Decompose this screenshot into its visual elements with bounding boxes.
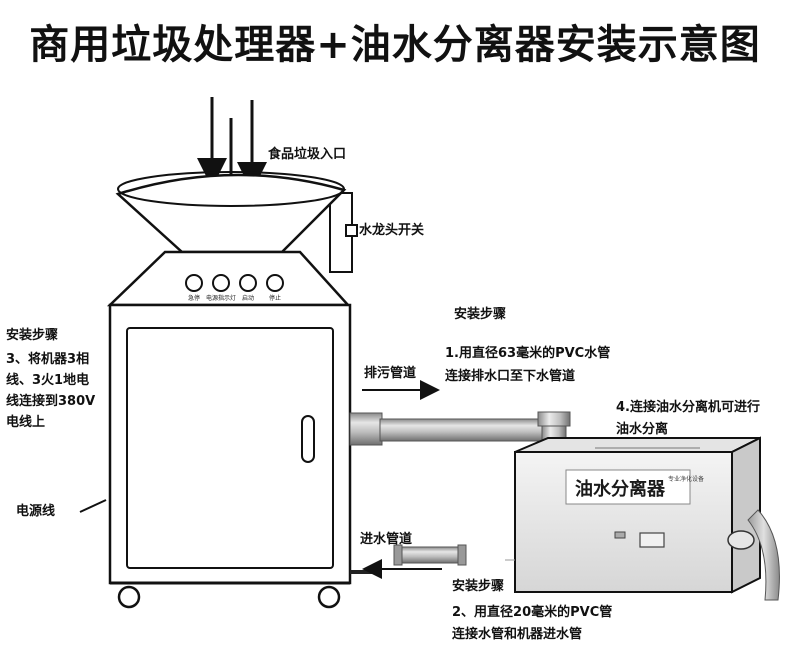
label-food-inlet: 食品垃圾入口 [268,147,347,162]
power-indicator-light [212,274,230,292]
step-top-line: 连接排水口至下水管道 [445,369,576,384]
diagram-title: 商用垃圾处理器+油水分离器安装示意图 [29,22,761,68]
button-label: 停止 [269,294,281,302]
inlet-pipe [350,544,467,574]
separator-outlet-fitting [727,530,755,550]
label-inlet-pipe: 进水管道 [360,532,413,547]
button-label: 启动 [242,294,254,302]
step-left-line: 线、3火1地电 [6,373,90,388]
step-left-line: 3、将机器3相 [6,352,90,367]
separator-valve[interactable] [639,532,665,548]
wheel-right [317,585,341,609]
emergency-stop-button[interactable] [185,274,203,292]
button-label: 电源指示灯 [206,294,236,302]
start-button[interactable] [239,274,257,292]
step-top-heading: 安装步骤 [454,307,507,322]
step-left-line: 线连接到380V [6,394,96,409]
step-bottom-heading: 安装步骤 [452,579,505,594]
step-bottom-line: 连接水管和机器进水管 [452,627,583,642]
control-panel: 急停 电源指示灯 启动 停止 [185,274,284,302]
step-top-line: 1.用直径63毫米的PVC水管 [445,346,611,361]
faucet-switch-icon[interactable] [345,224,358,237]
separator-sub-label: 专业净化设备 [668,475,704,483]
stop-button[interactable] [266,274,284,292]
wheel-left [117,585,141,609]
label-faucet-switch: 水龙头开关 [359,223,425,238]
funnel [115,171,347,254]
separator-outlet-hose [747,509,780,601]
faucet-panel [329,192,353,273]
door-handle[interactable] [301,415,315,463]
step-right-line: 4.连接油水分离机可进行 [616,400,760,415]
disposer-machine [106,250,352,585]
label-power-cord: 电源线 [16,504,56,519]
label-drain-pipe: 排污管道 [364,366,417,381]
button-label: 急停 [188,294,200,302]
step-left-heading: 安装步骤 [6,328,59,343]
step-left-line: 电线上 [6,415,46,430]
oil-water-separator: 油水分离器 专业净化设备 [505,436,761,594]
step-right-line: 油水分离 [616,422,669,437]
separator-brand-label: 油水分离器 [575,478,666,500]
power-cord-line [79,499,107,513]
step-bottom-line: 2、用直径20毫米的PVC管 [452,605,613,620]
